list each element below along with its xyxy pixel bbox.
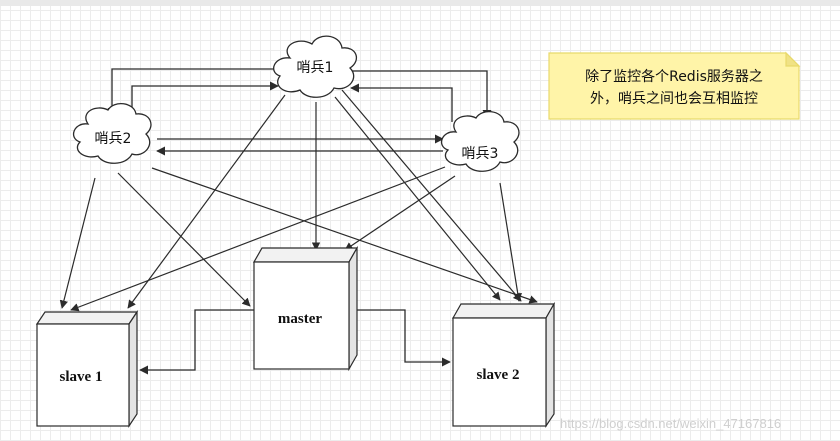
slave1-label: slave 1 [60, 369, 103, 385]
sentinel-1-cloud: 哨兵1 [273, 35, 358, 98]
note-line-2: 外，哨兵之间也会互相监控 [590, 91, 758, 107]
link-s2-to-s1 [131, 81, 279, 120]
replication-links [139, 309, 451, 375]
link-s1-to-s3 [351, 70, 492, 119]
slave2-label: slave 2 [477, 367, 520, 383]
master-label: master [278, 311, 322, 327]
top-bar [0, 0, 840, 6]
link-s3-to-slave2 [499, 182, 522, 302]
link-s3-to-s1 [350, 83, 453, 122]
sentinel-3-label: 哨兵3 [462, 146, 499, 162]
sentinel-3-cloud: 哨兵3 [440, 111, 520, 172]
sentinel-2-cloud: 哨兵2 [72, 103, 152, 164]
slave2-box: slave 2 [451, 301, 556, 428]
slave1-box: slave 1 [35, 310, 139, 428]
watermark: https://blog.csdn.net/weixin_47167816 [560, 416, 782, 431]
link-s2-to-slave1 [59, 177, 96, 309]
sentinel-2-label: 哨兵2 [95, 131, 132, 147]
note-line-1: 除了监控各个Redis服务器之 [585, 69, 763, 85]
sticky-note: 除了监控各个Redis服务器之 外，哨兵之间也会互相监控 [548, 51, 801, 120]
link-s1-to-slave1 [127, 94, 286, 309]
link-s2-to-master [117, 172, 251, 307]
link-master-to-slave2 [357, 309, 451, 367]
monitor-links [59, 89, 538, 312]
link-master-to-slave1 [139, 309, 254, 375]
master-box: master [252, 245, 359, 372]
link-s1-to-slave2-b [341, 89, 522, 302]
sentinel-links [107, 68, 492, 156]
link-s1-to-s2 [107, 68, 278, 117]
link-s1-to-slave2-a [334, 96, 501, 301]
link-s3-to-slave1 [70, 166, 446, 312]
link-s2-to-slave2 [151, 167, 538, 304]
link-s3-to-master [344, 175, 456, 251]
sentinel-1-label: 哨兵1 [297, 60, 334, 76]
